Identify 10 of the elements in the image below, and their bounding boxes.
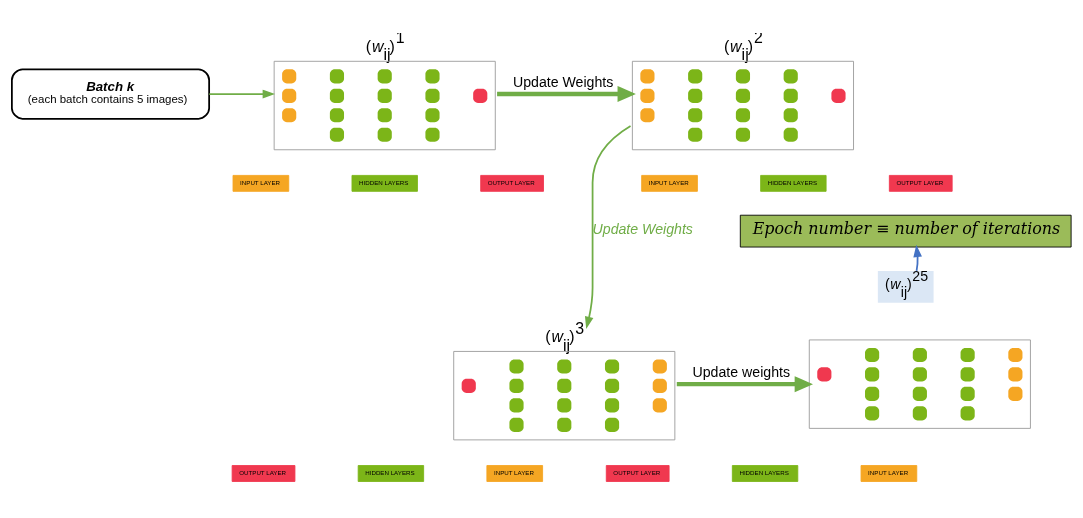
- node-picture: [808, 339, 1031, 429]
- node-box: Batch k (each batch contains 5 images): [11, 68, 210, 120]
- arrow: [208, 89, 276, 99]
- arrow: [497, 86, 636, 103]
- edge-label: Update weights: [692, 363, 791, 380]
- edge-label: Update Weights: [592, 220, 693, 237]
- arrow: [676, 376, 813, 393]
- node-box: Epoch number ≡ number of iterations: [739, 214, 1072, 248]
- arrow: [584, 125, 632, 330]
- edge-label: Update Weights: [512, 73, 614, 90]
